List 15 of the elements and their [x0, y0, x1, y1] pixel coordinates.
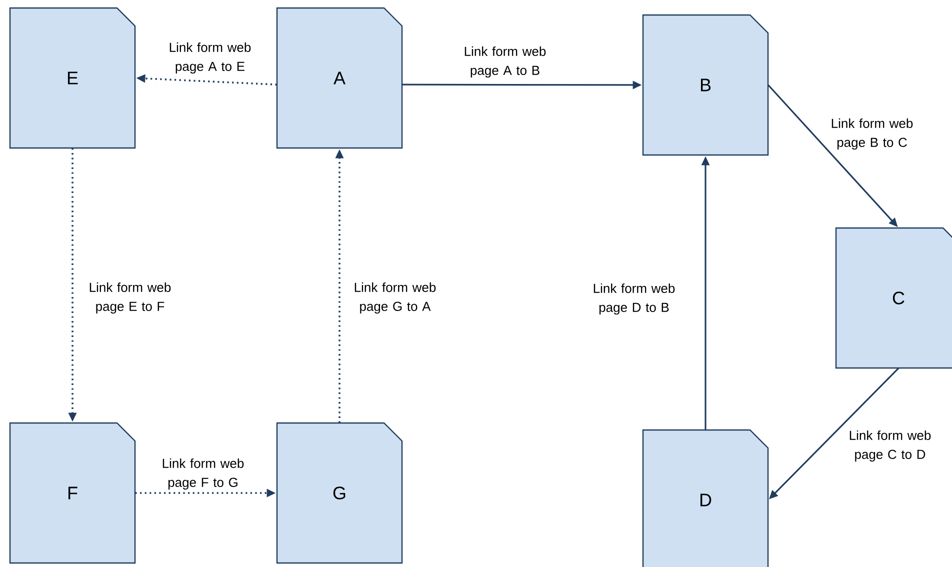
document-box: F	[9, 422, 136, 564]
document-box: D	[642, 429, 769, 567]
edge-label: Link form web page G to A	[354, 282, 436, 314]
edge-label: Link form web page F to G	[162, 458, 244, 490]
document-box: E	[9, 7, 136, 149]
document-box: A	[276, 7, 403, 149]
edge-label: Link form web page D to B	[594, 283, 675, 315]
edge-label: Link form web page B to C	[832, 118, 913, 150]
edge-label: Link form web page A to B	[464, 46, 546, 78]
document-box: G	[276, 422, 403, 564]
document-box: B	[642, 14, 769, 156]
edge-label: Link form web page C to D	[850, 430, 931, 462]
edge-label: Link form web page E to F	[90, 282, 171, 314]
document-box: C	[835, 227, 952, 369]
edge-label: Link form web page A to E	[170, 42, 251, 74]
